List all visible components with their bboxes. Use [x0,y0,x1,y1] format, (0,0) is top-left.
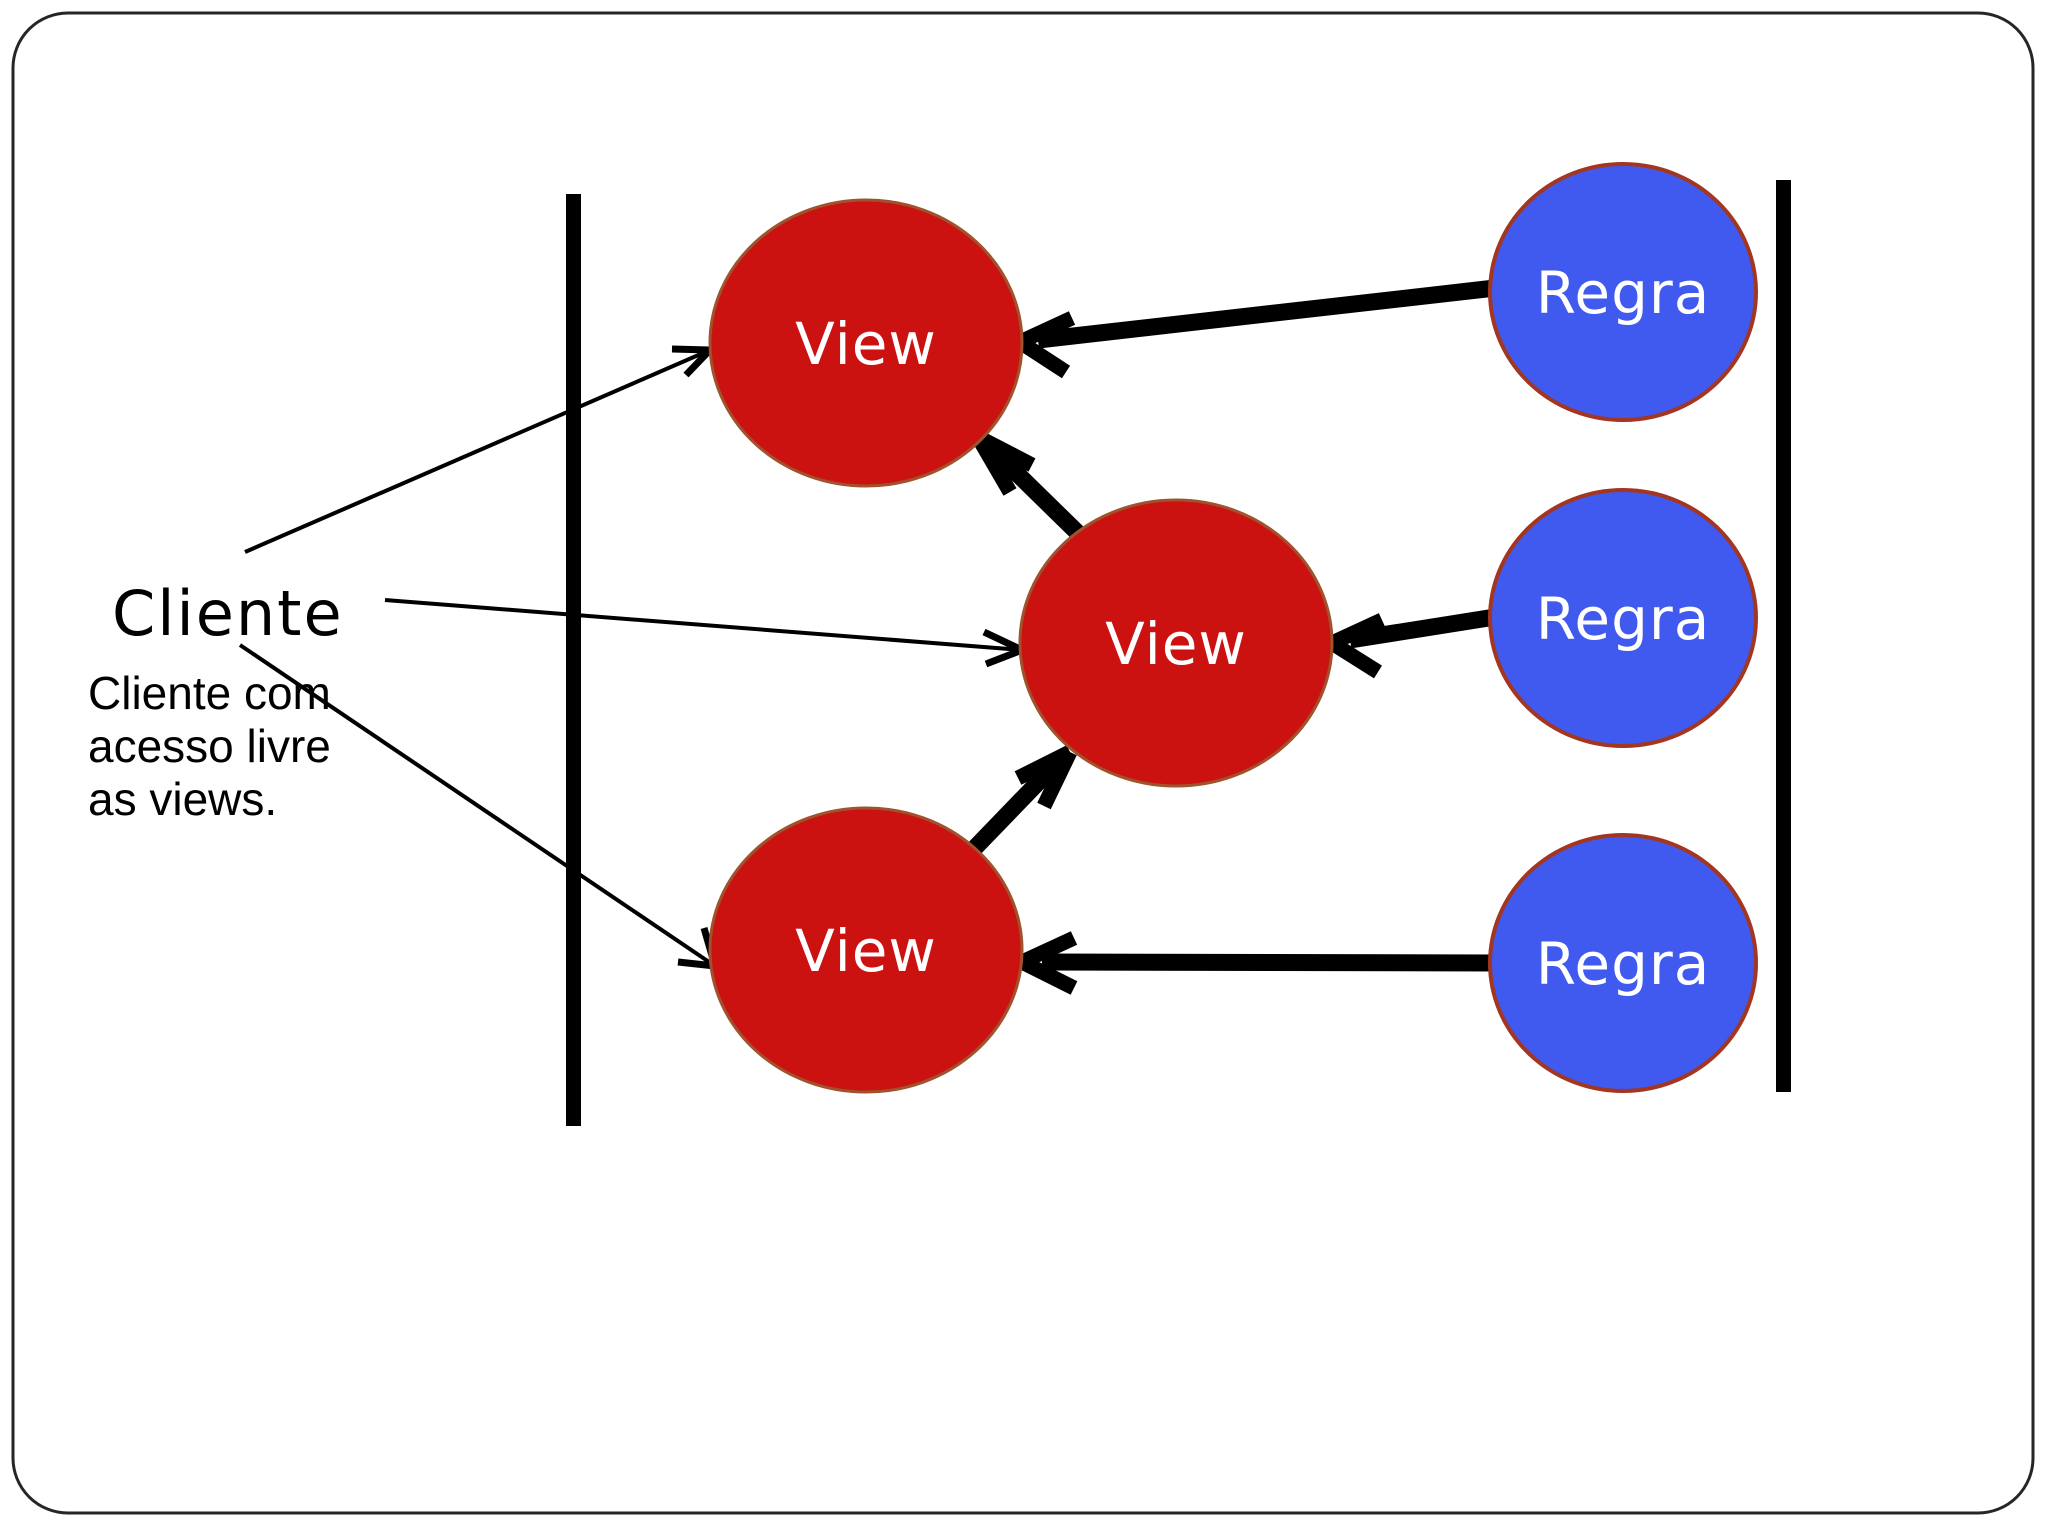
view-middle-shape[interactable] [1018,498,1334,788]
slide-border [11,11,2035,1515]
client-to-view-top-arrow [244,345,713,554]
client-note-line-3: as views. [88,773,277,825]
regra-node-bottom[interactable]: Regra [1488,833,1758,1093]
regra-node-top[interactable]: Regra [1488,162,1758,422]
client-note-line-1: Cliente com [88,667,331,719]
view-top-shape[interactable] [708,198,1024,488]
view-node-top[interactable]: View [708,198,1024,488]
regra-middle-to-view-middle-arrow [1328,608,1497,679]
regra-middle-shape[interactable] [1488,488,1758,748]
client-note-line-2: acesso livre [88,720,331,772]
client-to-view-middle-arrow [384,598,1024,668]
regra-bottom-label: Regra [1536,930,1711,998]
regra-top-shape[interactable] [1488,162,1758,422]
client-title: Cliente [112,577,344,650]
view-bottom-label: View [795,917,937,985]
regra-top-to-view-top-arrow [1015,279,1496,379]
regra-node-middle[interactable]: Regra [1488,488,1758,748]
view-bottom-shape[interactable] [708,806,1024,1094]
regra-bottom-shape[interactable] [1488,833,1758,1093]
left-boundary-bar [566,194,581,1126]
thick-connectors [961,279,1497,995]
view-node-bottom[interactable]: View [708,806,1024,1094]
view-middle-label: View [1105,610,1247,678]
view-node-middle[interactable]: View [1018,498,1334,788]
view-middle-to-view-top-arrow [971,430,1091,547]
regra-bottom-to-view-bottom-arrow [1018,931,1496,995]
right-boundary-bar [1776,180,1791,1092]
regra-top-label: Regra [1536,259,1711,327]
view-top-label: View [795,310,937,378]
regra-middle-label: Regra [1536,585,1711,653]
view-bottom-to-view-middle-arrow [961,745,1077,861]
